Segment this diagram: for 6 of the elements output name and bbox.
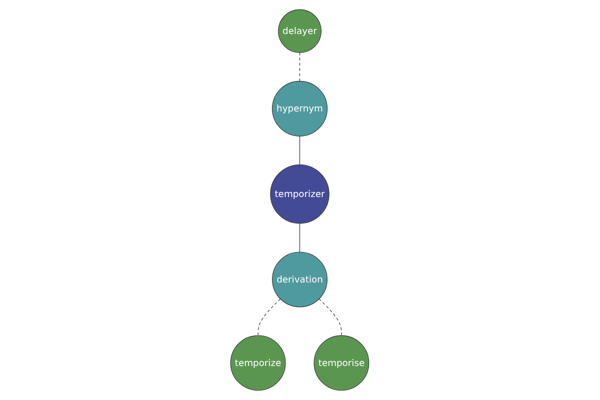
node-circle: hypernym xyxy=(272,80,328,136)
node-circle: temporizer xyxy=(270,164,330,224)
node-circle: temporize xyxy=(230,335,286,391)
node-circle: temporise xyxy=(314,335,370,391)
node-circle: delayer xyxy=(278,9,322,53)
node-circle: derivation xyxy=(272,252,328,308)
